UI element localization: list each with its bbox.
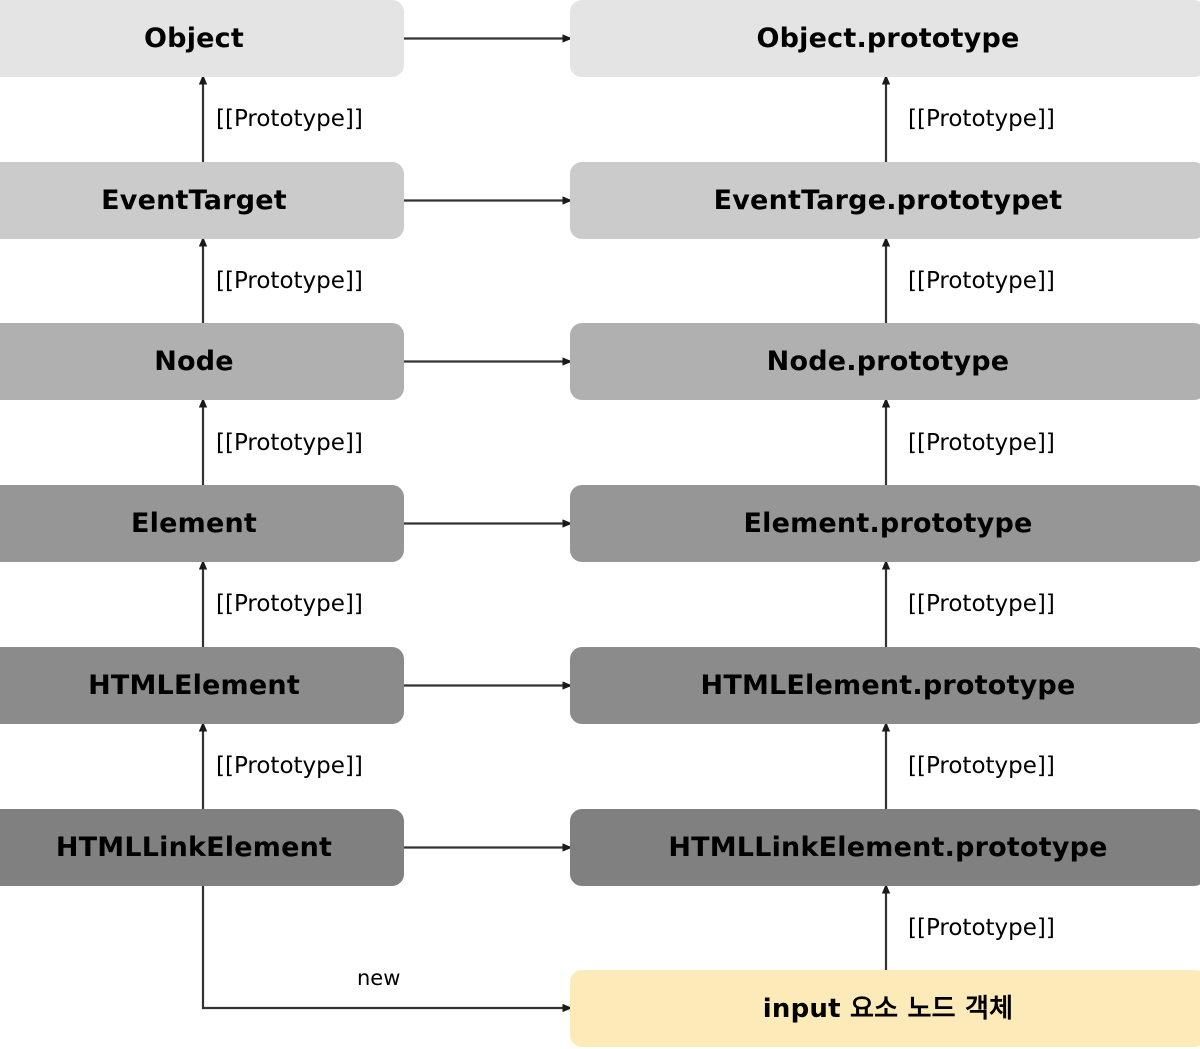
edge-label-prototype-left-5: [[Prototype]] bbox=[216, 753, 363, 779]
link-new-instance bbox=[201, 886, 573, 1013]
constructor-box-object[interactable]: Object bbox=[0, 0, 404, 77]
prototype-box-htmlelement[interactable]: HTMLElement.prototype bbox=[570, 647, 1200, 724]
edge-label-prototype-right-3: [[Prototype]] bbox=[908, 430, 1055, 456]
prototype-box-object[interactable]: Object.prototype bbox=[570, 0, 1200, 77]
edge-label-prototype-left-1: [[Prototype]] bbox=[216, 106, 363, 132]
constructor-label: Object bbox=[144, 23, 244, 54]
prototype-box-element[interactable]: Element.prototype bbox=[570, 485, 1200, 562]
constructor-box-node[interactable]: Node bbox=[0, 323, 404, 400]
constructor-box-htmllinkelement[interactable]: HTMLLinkElement bbox=[0, 809, 404, 886]
constructor-label: HTMLElement bbox=[88, 670, 300, 701]
prototype-box-node[interactable]: Node.prototype bbox=[570, 323, 1200, 400]
constructor-box-htmlelement[interactable]: HTMLElement bbox=[0, 647, 404, 724]
constructor-box-element[interactable]: Element bbox=[0, 485, 404, 562]
edge-label-prototype-right-1: [[Prototype]] bbox=[908, 106, 1055, 132]
prototype-label: Object.prototype bbox=[756, 23, 1020, 54]
constructor-box-eventtarget[interactable]: EventTarget bbox=[0, 162, 404, 239]
constructor-label: Node bbox=[154, 346, 234, 377]
prototype-box-htmllinkelement[interactable]: HTMLLinkElement.prototype bbox=[570, 809, 1200, 886]
instance-box-input-node[interactable]: input 요소 노드 객체 bbox=[570, 970, 1200, 1047]
prototype-label: HTMLElement.prototype bbox=[700, 670, 1076, 701]
edge-label-prototype-left-4: [[Prototype]] bbox=[216, 591, 363, 617]
prototype-label: Node.prototype bbox=[766, 346, 1010, 377]
prototype-label: HTMLLinkElement.prototype bbox=[668, 832, 1108, 863]
edge-label-prototype-right-5: [[Prototype]] bbox=[908, 753, 1055, 779]
instance-label: input 요소 노드 객체 bbox=[762, 993, 1014, 1024]
constructor-label: Element bbox=[131, 508, 257, 539]
edge-label-new: new bbox=[357, 966, 401, 990]
prototype-label: Element.prototype bbox=[743, 508, 1033, 539]
edge-label-prototype-left-3: [[Prototype]] bbox=[216, 430, 363, 456]
edge-label-prototype-right-4: [[Prototype]] bbox=[908, 591, 1055, 617]
prototype-label: EventTarge.prototypet bbox=[713, 185, 1063, 216]
constructor-label: HTMLLinkElement bbox=[55, 832, 333, 863]
constructor-label: EventTarget bbox=[101, 185, 287, 216]
edge-label-prototype-right-2: [[Prototype]] bbox=[908, 268, 1055, 294]
edge-label-prototype-right-6: [[Prototype]] bbox=[908, 915, 1055, 941]
prototype-box-eventtarget[interactable]: EventTarge.prototypet bbox=[570, 162, 1200, 239]
edge-label-prototype-left-2: [[Prototype]] bbox=[216, 268, 363, 294]
